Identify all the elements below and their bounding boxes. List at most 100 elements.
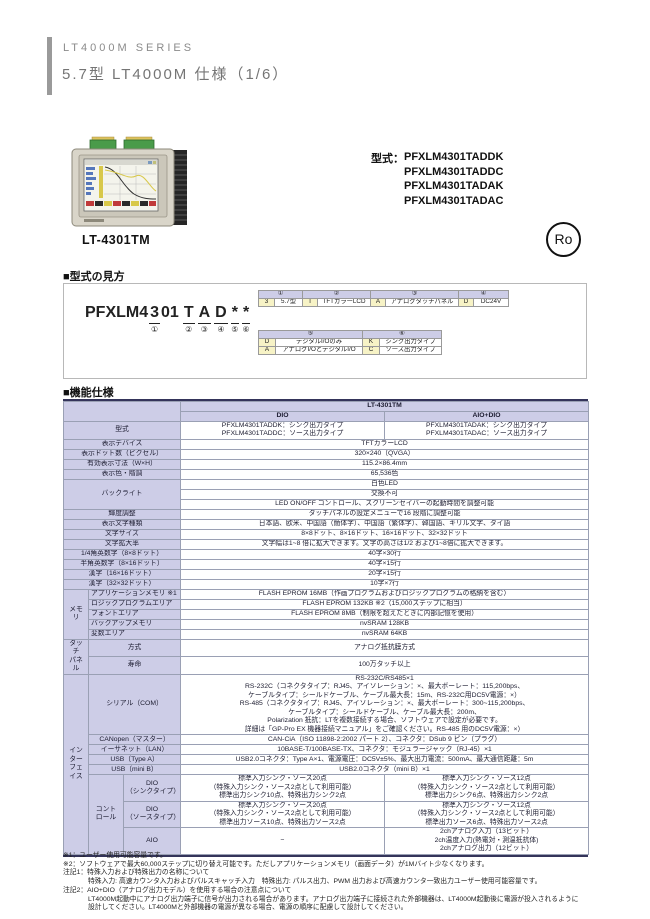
spec-sublabel: バックアップメモリ <box>87 618 182 630</box>
spec-product-header: LT-4301TM <box>180 401 590 412</box>
spec-label: 漢字（16×16ドット） <box>62 568 182 580</box>
spec-label: 表示色・階調 <box>62 468 182 480</box>
screen-content <box>85 160 157 206</box>
legend-desc: アナログI/OとデジタルI/O <box>275 346 363 355</box>
legend-desc: デジタルI/Oのみ <box>275 338 363 347</box>
spec-sublabel: DIO （ソースタイプ） <box>122 800 182 829</box>
legend-code: D <box>258 338 276 347</box>
legend-code: D <box>458 298 474 307</box>
spec-label: 表示デバイス <box>62 438 182 450</box>
spec-label: バックライト <box>62 478 182 510</box>
series-label: LT4000M SERIES <box>63 42 195 54</box>
spec-value: 白色LED <box>180 478 590 490</box>
spec-value: 2chアナログ入力（13ビット） 2ch温度入力(熱電対・測温抵抗体) 2chア… <box>384 827 590 855</box>
model-numbers: PFXLM4301TADDK PFXLM4301TADDC PFXLM4301T… <box>404 150 503 208</box>
model-number: PFXLM4301TADDC <box>404 165 504 178</box>
spec-sublabel: シリアル（COM） <box>87 673 182 736</box>
spec-value: LED ON/OFF コントロール、スクリーンセイバーの起動時間を調整可能 <box>180 498 590 510</box>
spec-group-label: メモリ <box>63 588 89 640</box>
page-title: 5.7型 LT4000M 仕様（1/6） <box>62 66 290 83</box>
spec-value: 標準入力シンク・ソース12点 （特殊入力シンク・ソース2点として利用可能） 標準… <box>384 800 590 829</box>
code-legend-table-lower: ⑤ ⑥ D デジタルI/Oのみ K シンク出力タイプ A アナログI/Oとデジタ… <box>258 330 442 355</box>
spec-sublabel: AIO <box>122 827 182 855</box>
legend-code: C <box>362 346 380 355</box>
legend-header: ④ <box>458 290 509 299</box>
spec-value: FLASH EPROM 16MB（作画プログラムおよびロジックプログラムの格納を… <box>180 588 590 600</box>
legend-code: A <box>258 346 276 355</box>
spec-value: 320×240（QVGA） <box>180 448 590 460</box>
footnote: 注記1：特殊入力および特殊出力の名称について <box>63 869 210 877</box>
product-image <box>71 136 187 227</box>
spec-label: 表示文字種類 <box>62 518 182 530</box>
brand-mark <box>84 219 104 222</box>
footnote: 特殊入力: 高速カウンタ入力およびパルスキャッチ入力 特殊出力: パルス出力、P… <box>88 878 542 886</box>
spec-value: nvSRAM 64KB <box>180 628 590 640</box>
spec-value: USB2.0コネクタ：Type A×1、電源電圧：DC5V±5%、最大出力電流：… <box>180 754 590 766</box>
model-number: PFXLM4301TADAC <box>404 194 504 207</box>
footnote: ※1：ユーザー使用可能容量です。 <box>63 852 167 859</box>
spec-label: 文字拡大率 <box>62 538 182 550</box>
product-photo <box>70 136 194 241</box>
spec-value: 40字×15行 <box>180 558 590 570</box>
spec-label: 1/4角英数字（8×8ドット） <box>62 548 182 560</box>
spec-sublabel: フォントエリア <box>87 608 182 620</box>
legend-header: ③ <box>370 290 459 299</box>
product-caption: LT-4301TM <box>82 233 151 247</box>
spec-value: 標準入力シンク・ソース20点 （特殊入力シンク・ソース2点として利用可能） 標準… <box>180 800 386 829</box>
legend-desc: ソース出力タイプ <box>379 346 442 355</box>
spec-value: 10字×7行 <box>180 578 590 590</box>
legend-header: ② <box>302 290 371 299</box>
spec-label: 半角英数字（8×16ドット） <box>62 558 182 570</box>
spec-sublabel: ロジックプログラムエリア <box>87 598 182 610</box>
legend-code: 3 <box>258 298 275 307</box>
spec-value: nvSRAM 128KB <box>180 618 590 630</box>
spec-label: 文字サイズ <box>62 528 182 540</box>
code-segment: 01 <box>161 304 179 321</box>
footnotes: ※1：ユーザー使用可能容量です。 ※2：ソフトウェアで最大60,000ステップに… <box>63 852 593 913</box>
spec-value: − <box>180 827 386 855</box>
spec-group-label: インター フェイス <box>63 673 89 855</box>
spec-value: PFXLM4301TADAK：シンク出力タイプ PFXLM4301TADAC：ソ… <box>384 421 590 440</box>
spec-value: RS-232C/RS485×1 RS-232C（コネクタタイプ：RJ45、アイソ… <box>180 673 590 736</box>
spec-value: 標準入力シンク・ソース20点 （特殊入力シンク・ソース2点として利用可能） 標準… <box>180 774 386 802</box>
legend-header: ⑤ <box>258 330 363 339</box>
spec-sublabel: USB（Type A） <box>87 754 182 766</box>
spec-label: 輝度調整 <box>62 508 182 520</box>
spec-value: FLASH EPROM 8MB（制限を超えたときに内部記憶を使用） <box>180 608 590 620</box>
spec-col-header-aio: AIO+DIO <box>384 411 590 422</box>
spec-label: 型式 <box>62 421 182 440</box>
spec-value: タッチパネルの設定メニューで16 段階に調整可能 <box>180 508 590 520</box>
spec-value: 115.2×86.4mm <box>180 458 590 470</box>
spec-value: 8×8ドット、8×16ドット、16×16ドット、32×32ドット <box>180 528 590 540</box>
legend-desc: アナログタッチパネル <box>385 298 459 307</box>
section-title-spec: ■機能仕様 <box>63 387 114 399</box>
model-list-label: 型式： <box>371 153 404 165</box>
spec-value: CAN-CiA（ISO 11898-2:2002 パート 2）、コネクタ：DSu… <box>180 734 590 746</box>
legend-code: T <box>302 298 318 307</box>
spec-value: 標準入力シンク・ソース12点 （特殊入力シンク・ソース2点として利用可能） 標準… <box>384 774 590 802</box>
spec-label: 漢字（32×32ドット） <box>62 578 182 590</box>
footnote: 注記2：AIO+DIO（アナログ出力モデル）を使用する場合の注意点について <box>63 886 292 894</box>
spec-corner-cell <box>62 401 182 422</box>
model-list: 型式： PFXLM4301TADDK PFXLM4301TADDC PFXLM4… <box>371 150 503 208</box>
model-number: PFXLM4301TADAK <box>404 180 504 192</box>
spec-value: TFTカラーLCD <box>180 438 590 450</box>
footnote: 設計してください。LT4000Mと外部機器の電源が異なる場合、電源の順序に配慮し… <box>88 904 408 912</box>
footnote: ※2：ソフトウェアで最大60,000ステップに切り替え可能です。ただしアプリケー… <box>63 860 489 868</box>
spec-table-wrap: LT-4301TM DIO AIO+DIO 型式 PFXLM4301TADDK：… <box>62 399 590 857</box>
spec-value: 100万タッチ以上 <box>180 656 590 675</box>
legend-desc: DC24V <box>473 298 509 307</box>
rohs-mark: Ro <box>546 222 581 257</box>
legend-code: A <box>370 298 386 307</box>
spec-sublabel: CANopen（マスター） <box>87 734 182 746</box>
legend-header: ⑥ <box>362 330 442 339</box>
spec-value: PFXLM4301TADDK：シンク出力タイプ PFXLM4301TADDC：ソ… <box>180 421 386 440</box>
spec-value: FLASH EPROM 132KB ※2（15,000ステップに相当） <box>180 598 590 610</box>
spec-value: 文字幅は1~8 倍に拡大できます。文字の高さは1/2 および1~8倍に拡大できま… <box>180 538 590 550</box>
